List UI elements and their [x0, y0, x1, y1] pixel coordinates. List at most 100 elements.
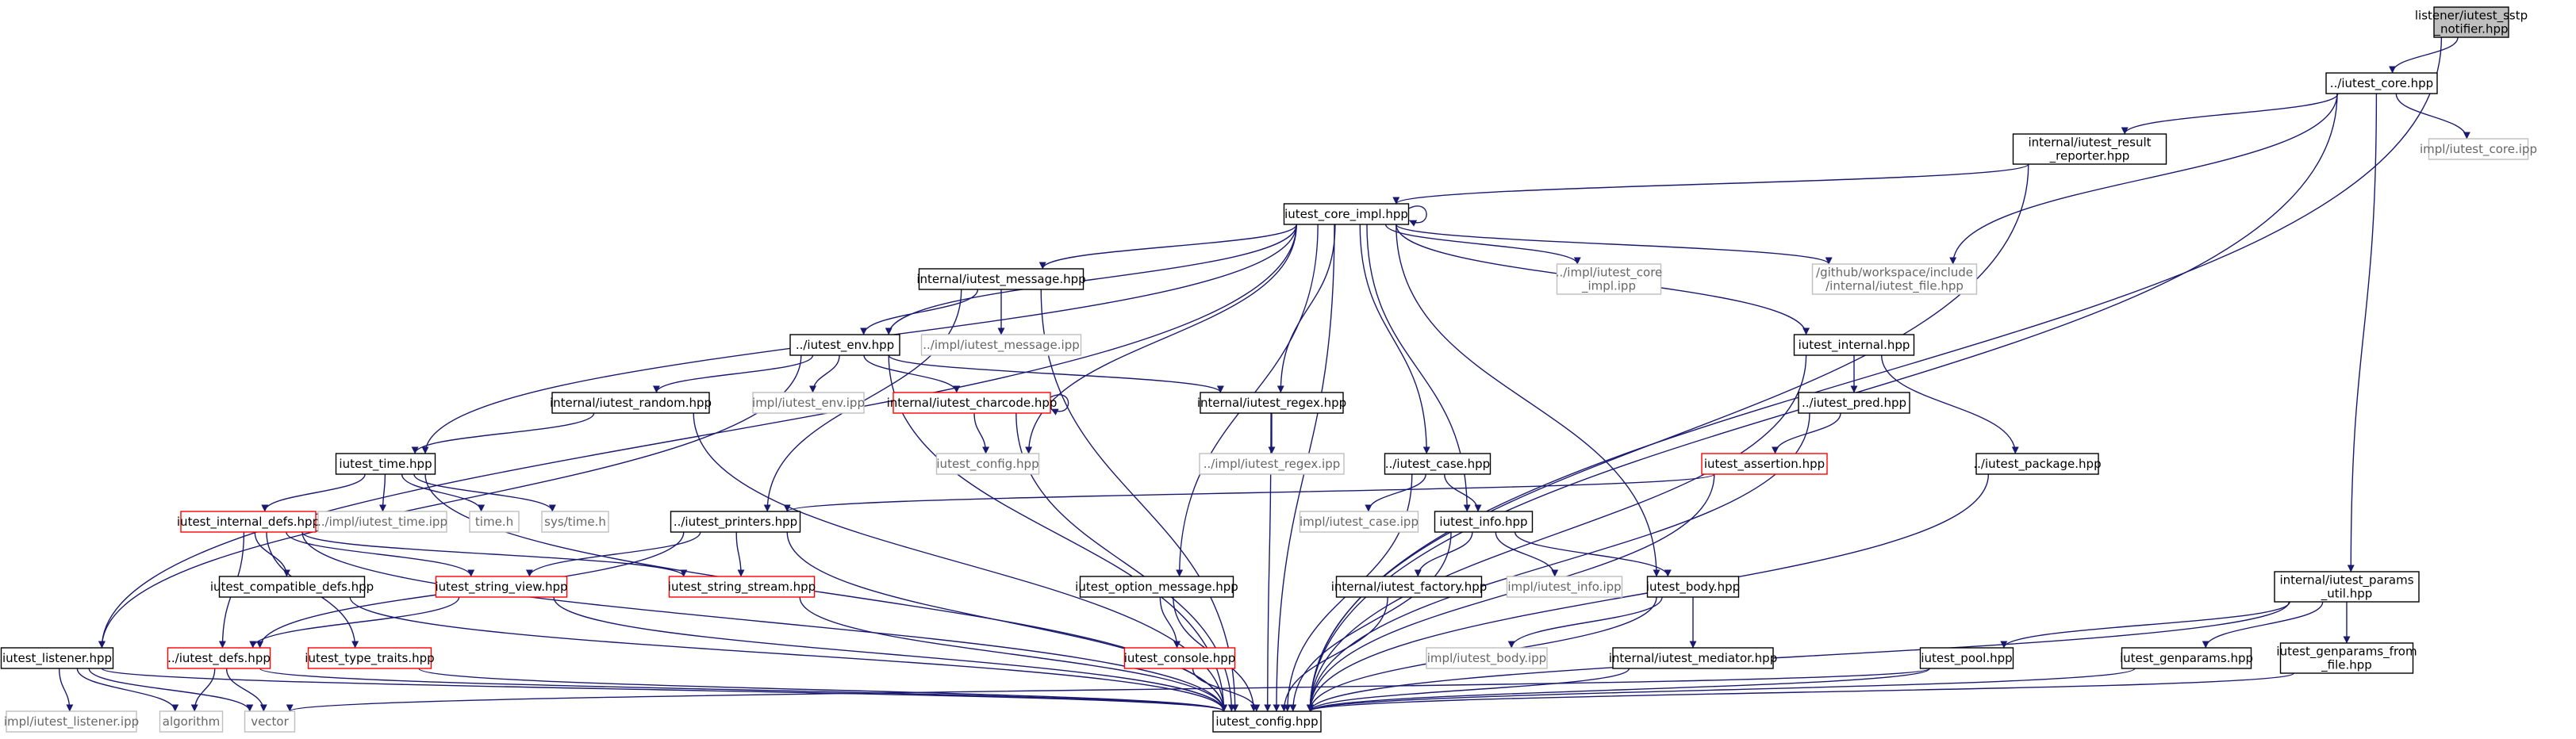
- edge-info-to-factory: [1414, 531, 1473, 577]
- node-info-box: [1434, 511, 1534, 533]
- node-string_stream[interactable]: iutest_string_stream.hpp: [668, 576, 816, 598]
- node-internal_defs-box: [180, 511, 317, 533]
- node-body-label: iutest_body.hpp: [1646, 580, 1740, 595]
- node-message[interactable]: internal/iutest_message.hpp: [916, 268, 1086, 290]
- edge-listener-to-algorithm: [76, 668, 179, 712]
- edge-info-to-config: [1289, 531, 1452, 712]
- node-genparams[interactable]: iutest_genparams.hpp: [2120, 647, 2253, 669]
- node-defs-box: [167, 647, 271, 669]
- edge-string_view-to-config: [553, 596, 1227, 712]
- node-time-label: iutest_time.hpp: [339, 457, 432, 472]
- node-string_view-label: iutest_string_view.hpp: [435, 580, 567, 595]
- node-params_util[interactable]: internal/iutest_params_util.hpp: [2274, 571, 2420, 603]
- node-assertion[interactable]: iutest_assertion.hpp: [1701, 453, 1828, 475]
- edge-time-to-time_ipp: [378, 473, 386, 512]
- node-message-label: internal/iutest_message.hpp: [916, 272, 1085, 287]
- node-internal_hpp-box: [1793, 334, 1915, 356]
- node-root-label: _notifier.hpp: [2433, 22, 2508, 37]
- node-defs-label: ../iutest_defs.hpp: [167, 651, 271, 666]
- node-vector-box: [244, 710, 296, 733]
- node-defs[interactable]: ../iutest_defs.hpp: [167, 647, 271, 669]
- edge-factory-to-config: [1280, 596, 1388, 712]
- edge-info-to-body: [1514, 531, 1672, 577]
- node-case[interactable]: ../iutest_case.hpp: [1384, 453, 1491, 475]
- edge-console-to-config: [1192, 668, 1261, 712]
- node-regex_ipp: ../impl/iutest_regex.ipp: [1199, 453, 1345, 475]
- edge-env-to-env_ipp: [809, 354, 840, 393]
- node-printers[interactable]: ../iutest_printers.hpp: [670, 511, 801, 533]
- edge-core_impl-to-message: [1038, 224, 1297, 270]
- node-internal_hpp[interactable]: iutest_internal.hpp: [1793, 334, 1915, 356]
- edge-core_impl-to-regex: [1276, 224, 1336, 393]
- edge-mediator-to-config: [1307, 668, 1630, 712]
- edge-defs-to-algorithm: [190, 668, 216, 712]
- node-random-box: [551, 392, 710, 414]
- node-charcode[interactable]: internal/iutest_charcode.hpp: [887, 392, 1058, 414]
- node-genparams_file-box: [2279, 642, 2414, 674]
- edge-internal_hpp-to-config: [1306, 354, 1807, 712]
- edge-charcode-to-config_hpp: [973, 412, 990, 454]
- node-console-box: [1123, 647, 1236, 669]
- node-listener[interactable]: iutest_listener.hpp: [0, 647, 114, 669]
- node-core[interactable]: ../iutest_core.hpp: [2325, 72, 2438, 94]
- node-type_traits[interactable]: iutest_type_traits.hpp: [305, 647, 435, 669]
- node-mediator[interactable]: internal/iutest_mediator.hpp: [1609, 647, 1777, 669]
- node-compatible_defs-label: iutest_compatible_defs.hpp: [210, 580, 374, 595]
- edge-case-to-info: [1444, 473, 1482, 512]
- edge-core_impl-to-listener: [98, 224, 1297, 649]
- node-package[interactable]: ../iutest_package.hpp: [1973, 453, 2102, 475]
- node-regex-box: [1200, 392, 1344, 414]
- node-listener_ipp-box: [6, 710, 137, 733]
- node-pool-box: [1919, 647, 2014, 669]
- node-type_traits-label: iutest_type_traits.hpp: [305, 651, 434, 666]
- node-info[interactable]: iutest_info.hpp: [1434, 511, 1534, 533]
- node-pool[interactable]: iutest_pool.hpp: [1919, 647, 2014, 669]
- node-case-box: [1384, 453, 1491, 475]
- edge-listener-to-config: [101, 668, 1227, 712]
- edge-random-to-time: [411, 412, 595, 454]
- edge-printers-to-string_stream: [735, 531, 745, 577]
- edge-params_util-to-pool: [2000, 601, 2290, 649]
- node-time_h-box: [469, 511, 520, 533]
- edge-pred-to-assertion: [1772, 412, 1841, 454]
- edge-time-to-sys_time: [413, 473, 556, 512]
- edge-params_util-to-config: [1307, 601, 2290, 712]
- node-time_ipp-label: ../impl/iutest_time.ipp: [317, 515, 447, 530]
- node-option_message[interactable]: iutest_option_message.hpp: [1075, 576, 1238, 598]
- node-random[interactable]: internal/iutest_random.hpp: [550, 392, 712, 414]
- node-listener_ipp-label: impl/iutest_listener.ipp: [4, 714, 139, 729]
- node-factory[interactable]: internal/iutest_factory.hpp: [1331, 576, 1488, 598]
- node-result_reporter[interactable]: internal/iutest_result_reporter.hpp: [2012, 133, 2167, 165]
- node-pred-box: [1798, 392, 1910, 414]
- edge-body-to-body_ipp: [1507, 596, 1663, 649]
- node-core_ipp: impl/iutest_core.ipp: [2420, 138, 2537, 160]
- node-regex[interactable]: internal/iutest_regex.hpp: [1197, 392, 1346, 414]
- edge-listener-to-listener_ipp: [59, 668, 74, 712]
- node-config_hpp-box: [935, 453, 1040, 475]
- node-string_view[interactable]: iutest_string_view.hpp: [435, 576, 568, 598]
- node-pred[interactable]: ../iutest_pred.hpp: [1798, 392, 1910, 414]
- node-genparams_file[interactable]: iutest_genparams_from_file.hpp: [2276, 642, 2417, 674]
- node-github_file-label: /github/workspace/include: [1816, 266, 1973, 280]
- node-config[interactable]: iutest_config.hpp: [1212, 710, 1322, 733]
- edge-genparams_file-to-config: [1307, 672, 2294, 712]
- node-compatible_defs[interactable]: iutest_compatible_defs.hpp: [210, 576, 374, 598]
- node-time[interactable]: iutest_time.hpp: [335, 453, 436, 475]
- node-root-box: [2433, 6, 2509, 38]
- edge-string_view-to-defs: [249, 596, 460, 649]
- edge-root-to-core: [2389, 36, 2459, 74]
- node-env[interactable]: ../iutest_env.hpp: [789, 334, 900, 356]
- node-pool-label: iutest_pool.hpp: [1921, 651, 2012, 666]
- node-params_util-label: _util.hpp: [2321, 587, 2373, 602]
- node-pred-label: ../iutest_pred.hpp: [1802, 396, 1906, 411]
- node-sys_time-box: [541, 511, 609, 533]
- node-core_impl[interactable]: iutest_core_impl.hpp: [1283, 203, 1410, 225]
- node-console[interactable]: iutest_console.hpp: [1123, 647, 1236, 669]
- node-body[interactable]: iutest_body.hpp: [1646, 576, 1740, 598]
- node-option_message-label: iutest_option_message.hpp: [1075, 580, 1238, 595]
- node-message_ipp-box: [920, 334, 1082, 356]
- node-internal_defs[interactable]: iutest_internal_defs.hpp: [177, 511, 320, 533]
- node-string_stream-label: iutest_string_stream.hpp: [668, 580, 816, 595]
- edge-case-to-case_ipp: [1365, 473, 1426, 512]
- edge-result_reporter-to-core_impl: [1392, 163, 2029, 205]
